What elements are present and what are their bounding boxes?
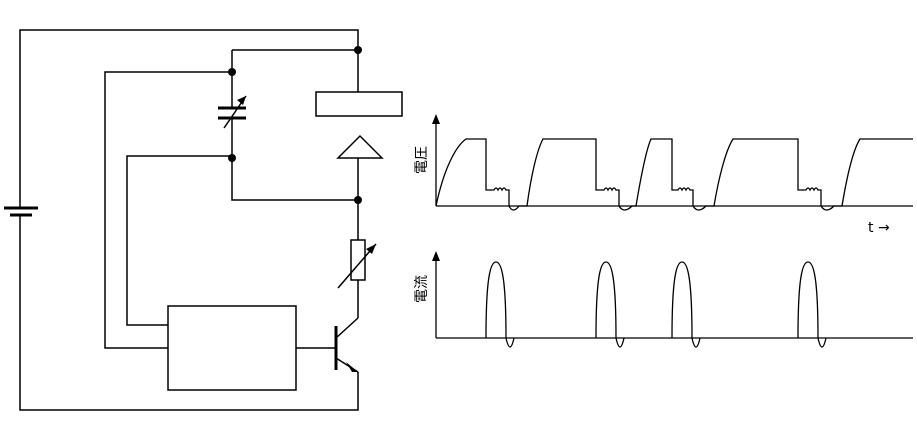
voltage-trace (435, 138, 913, 211)
load-element (315, 91, 403, 117)
current-axis-label: 電流 (414, 275, 430, 303)
junction-dot (354, 196, 362, 204)
current-y-axis-arrowhead (432, 251, 440, 261)
current-chart: 電流 (414, 251, 913, 348)
tip-to-node-wire (231, 158, 359, 240)
current-pulse (797, 261, 827, 348)
transistor-collector (335, 317, 359, 339)
electrode-tip (336, 134, 384, 159)
circuit-diagram (4, 29, 403, 411)
control-line-outer (104, 71, 232, 349)
junction-dot (354, 46, 362, 54)
time-axis-label: t → (868, 220, 890, 236)
capacitor-arrowhead (237, 96, 246, 105)
junction-dot (228, 68, 236, 76)
variable-resistor-arrowhead (366, 244, 376, 254)
control-unit-box (167, 305, 297, 391)
transistor-emitter-arrow (346, 362, 358, 372)
voltage-chart: 電圧 t → (414, 114, 913, 236)
current-pulse (671, 261, 701, 348)
current-pulse (485, 261, 515, 348)
outer-loop-wire (19, 29, 359, 411)
current-pulse (595, 261, 625, 348)
right-top-wire (232, 49, 359, 92)
control-line-inner (126, 155, 232, 326)
junction-dot (228, 154, 236, 162)
voltage-axis-label: 電圧 (414, 146, 430, 174)
voltage-y-axis-arrowhead (432, 114, 440, 124)
